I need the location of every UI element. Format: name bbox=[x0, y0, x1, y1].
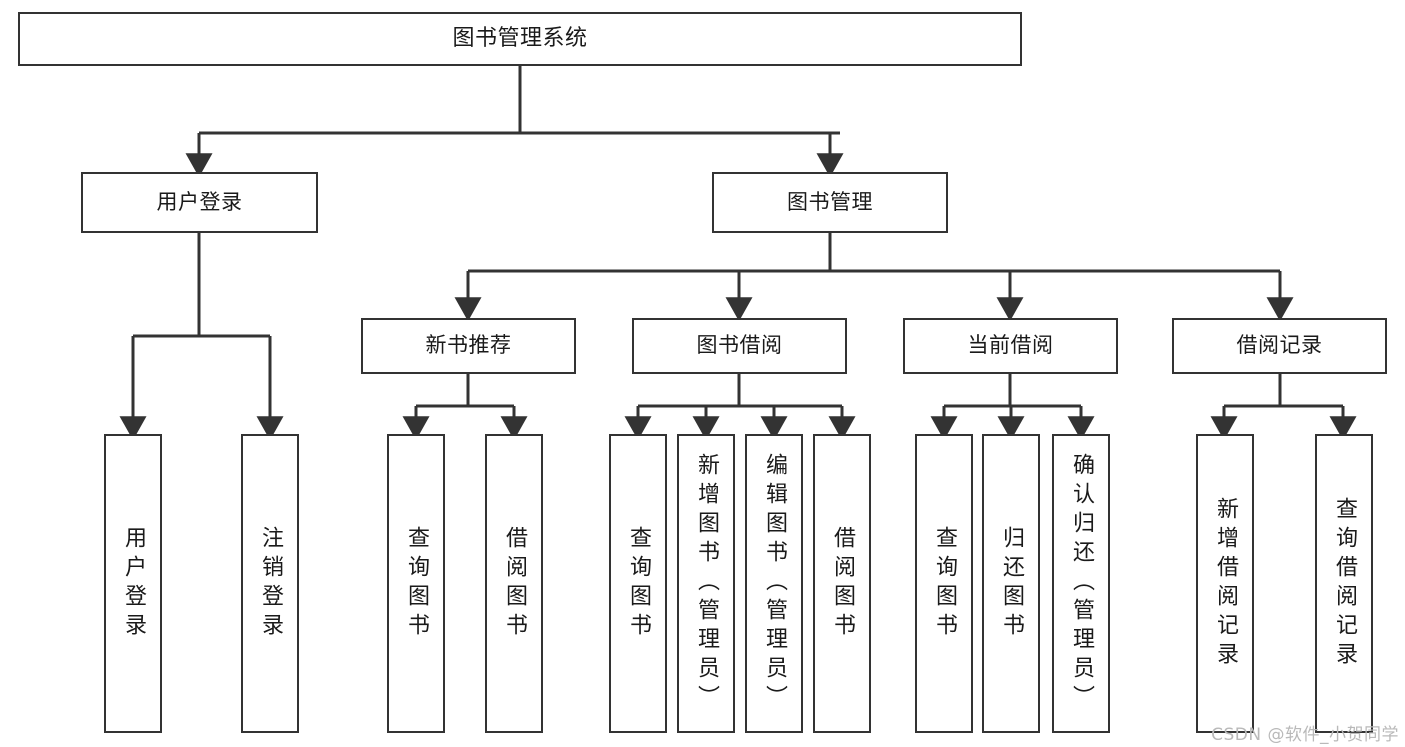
leaf-record-add-label: 新增借阅记录 bbox=[1213, 496, 1238, 671]
leaf-current-query-book[interactable]: 查询图书 bbox=[915, 434, 973, 733]
leaf-user-login[interactable]: 用户登录 bbox=[104, 434, 162, 733]
leaf-borrow-edit-book-label: 编辑图书（管理员） bbox=[762, 453, 787, 714]
node-user-login[interactable]: 用户登录 bbox=[81, 172, 318, 233]
leaf-borrow-add-book[interactable]: 新增图书（管理员） bbox=[677, 434, 735, 733]
node-book-borrow-label: 图书借阅 bbox=[696, 333, 783, 358]
leaf-newbook-query-book-label: 查询图书 bbox=[404, 525, 429, 642]
leaf-user-login-label: 用户登录 bbox=[121, 525, 146, 642]
node-current-borrow[interactable]: 当前借阅 bbox=[903, 318, 1118, 374]
node-current-borrow-label: 当前借阅 bbox=[967, 333, 1054, 358]
node-book-management[interactable]: 图书管理 bbox=[712, 172, 948, 233]
leaf-record-query[interactable]: 查询借阅记录 bbox=[1315, 434, 1373, 733]
leaf-newbook-borrow-book[interactable]: 借阅图书 bbox=[485, 434, 543, 733]
csdn-watermark: CSDN @软件_小贺同学 bbox=[1211, 725, 1399, 745]
leaf-logout-label: 注销登录 bbox=[258, 525, 283, 642]
node-borrow-record[interactable]: 借阅记录 bbox=[1172, 318, 1387, 374]
leaf-record-query-label: 查询借阅记录 bbox=[1332, 496, 1357, 671]
leaf-current-confirm-return[interactable]: 确认归还（管理员） bbox=[1052, 434, 1110, 733]
leaf-borrow-query-book-label: 查询图书 bbox=[626, 525, 651, 642]
node-book-borrow[interactable]: 图书借阅 bbox=[632, 318, 847, 374]
leaf-current-return-book[interactable]: 归还图书 bbox=[982, 434, 1040, 733]
leaf-borrow-query-book[interactable]: 查询图书 bbox=[609, 434, 667, 733]
node-new-book-recommend[interactable]: 新书推荐 bbox=[361, 318, 576, 374]
leaf-current-query-book-label: 查询图书 bbox=[932, 525, 957, 642]
node-borrow-record-label: 借阅记录 bbox=[1236, 333, 1323, 358]
node-new-book-recommend-label: 新书推荐 bbox=[425, 333, 512, 358]
leaf-newbook-query-book[interactable]: 查询图书 bbox=[387, 434, 445, 733]
leaf-borrow-add-book-label: 新增图书（管理员） bbox=[694, 453, 719, 714]
node-book-management-label: 图书管理 bbox=[787, 189, 873, 214]
leaf-record-add[interactable]: 新增借阅记录 bbox=[1196, 434, 1254, 733]
node-root-system[interactable]: 图书管理系统 bbox=[18, 12, 1022, 66]
node-root-system-label: 图书管理系统 bbox=[452, 25, 588, 51]
leaf-borrow-lend-book[interactable]: 借阅图书 bbox=[813, 434, 871, 733]
leaf-logout[interactable]: 注销登录 bbox=[241, 434, 299, 733]
node-user-login-label: 用户登录 bbox=[156, 189, 243, 214]
leaf-newbook-borrow-book-label: 借阅图书 bbox=[502, 525, 527, 642]
leaf-current-confirm-return-label: 确认归还（管理员） bbox=[1069, 453, 1094, 714]
leaf-borrow-lend-book-label: 借阅图书 bbox=[830, 525, 855, 642]
leaf-current-return-book-label: 归还图书 bbox=[999, 525, 1024, 642]
leaf-borrow-edit-book[interactable]: 编辑图书（管理员） bbox=[745, 434, 803, 733]
